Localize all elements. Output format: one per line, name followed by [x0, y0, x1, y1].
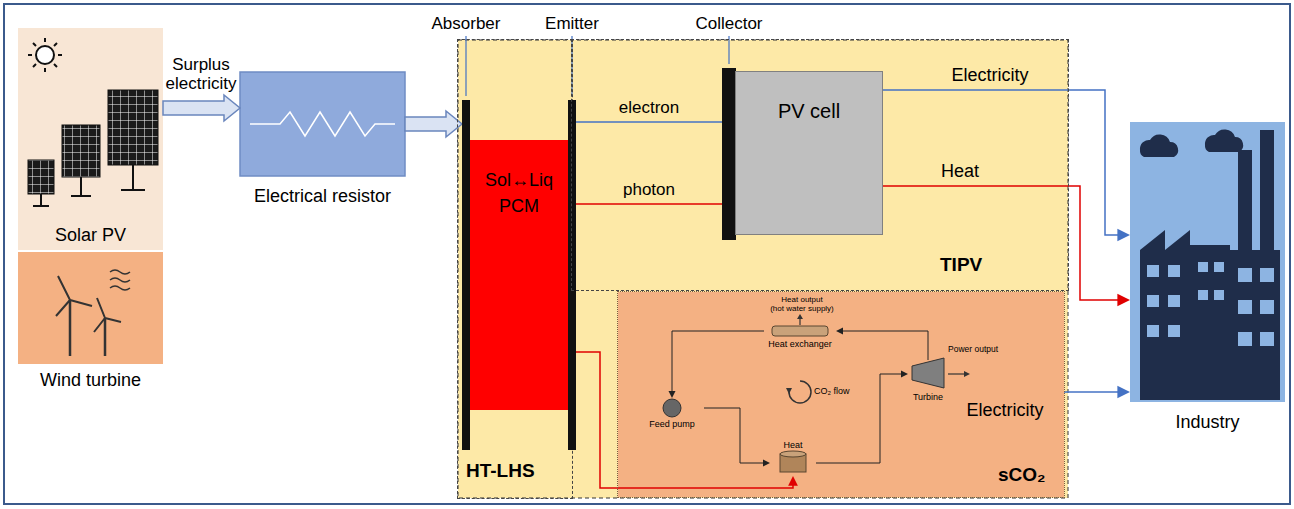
solar-pv-icon	[18, 28, 163, 250]
node-label: Electrical resistor	[220, 186, 425, 207]
feed-pump: Feed pump	[640, 398, 704, 436]
node-label: TIPV	[940, 254, 1020, 276]
annotation-label: CO₂ flow	[814, 386, 870, 396]
node-label: Heat	[770, 440, 816, 450]
edge-label: electron	[604, 98, 694, 118]
heater: Heat	[770, 440, 816, 476]
annotation-label: Heat output	[762, 295, 842, 304]
node-label: PCM	[470, 196, 568, 217]
solar-pv-panel: Solar PV	[18, 28, 163, 250]
connector	[704, 408, 770, 467]
wind-turbine-icon	[18, 252, 163, 364]
turbine: Turbine	[908, 360, 948, 402]
frame	[4, 4, 1290, 504]
system-area	[458, 40, 1068, 498]
node-label: HT-LHS	[466, 460, 566, 482]
node-label: Emitter	[530, 14, 614, 34]
node-label: Collector	[684, 14, 774, 34]
pv-cell-box: PV cell	[736, 72, 882, 234]
leader-line	[466, 36, 729, 96]
edge-label: Electricity	[935, 65, 1045, 86]
node-label: PV cell	[736, 100, 882, 123]
resistor-symbol	[240, 72, 405, 176]
collector-plate: Collector	[722, 68, 736, 240]
node-label: Industry	[1130, 412, 1285, 433]
node-label: Wind turbine	[18, 370, 163, 391]
edge-label: photon	[604, 180, 694, 200]
edge-label: Electricity	[950, 400, 1060, 421]
connector	[669, 331, 765, 398]
node-label: Solar PV	[18, 225, 163, 246]
heat-exchanger: Heat exchanger	[764, 326, 836, 352]
node-label: Heat exchanger	[760, 339, 840, 349]
node-label: Absorber	[420, 14, 512, 34]
connector	[882, 90, 1130, 241]
node-label: Feed pump	[636, 419, 708, 429]
factory-icon	[1130, 122, 1285, 402]
connector	[882, 186, 1130, 306]
node-label: Turbine	[902, 392, 954, 402]
edge-label: Surplus electricity	[159, 55, 243, 94]
connector	[816, 371, 908, 464]
connector	[836, 328, 928, 361]
pcm-block: Sol↔LiqPCM	[470, 140, 568, 410]
emitter-plate: Emitter	[568, 100, 576, 450]
annotation-label: Power output	[948, 345, 1018, 355]
wind-turbine-box: Wind turbine	[18, 252, 163, 364]
connector	[163, 95, 240, 121]
industry-box: Industry	[1130, 122, 1285, 402]
absorber-plate: Absorber	[462, 100, 470, 450]
connector	[576, 204, 722, 205]
sco2-cycle-parts	[663, 314, 970, 472]
node-label: Sol↔Liq	[470, 170, 568, 191]
connector	[576, 122, 722, 123]
edge-label: Heat	[930, 161, 990, 182]
storage-region: HT-LHSAbsorberSol↔LiqPCMEmitter	[458, 40, 572, 498]
connector	[405, 111, 462, 137]
sco2-area	[618, 292, 1064, 497]
resistor-box: Electrical resistor	[240, 72, 405, 176]
node-label: sCO₂	[998, 464, 1062, 486]
connector	[1064, 386, 1130, 399]
connector	[576, 352, 798, 488]
annotation-label: (hot water supply)	[752, 304, 852, 313]
